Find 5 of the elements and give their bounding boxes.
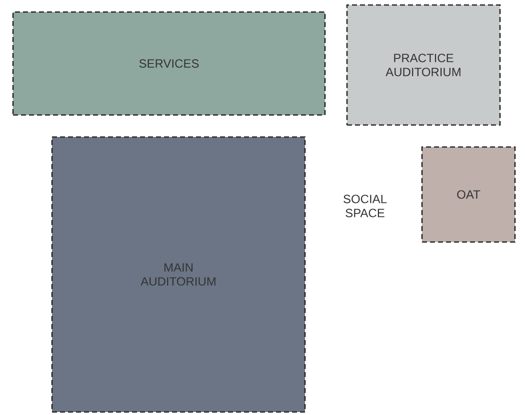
zone-box: PRACTICE AUDITORIUM [346,4,501,126]
area-label: SOCIAL SPACE [344,194,387,218]
zone-box: OAT [421,146,516,243]
zone-box: SERVICES [12,11,326,116]
zone-box: MAIN AUDITORIUM [51,136,306,413]
